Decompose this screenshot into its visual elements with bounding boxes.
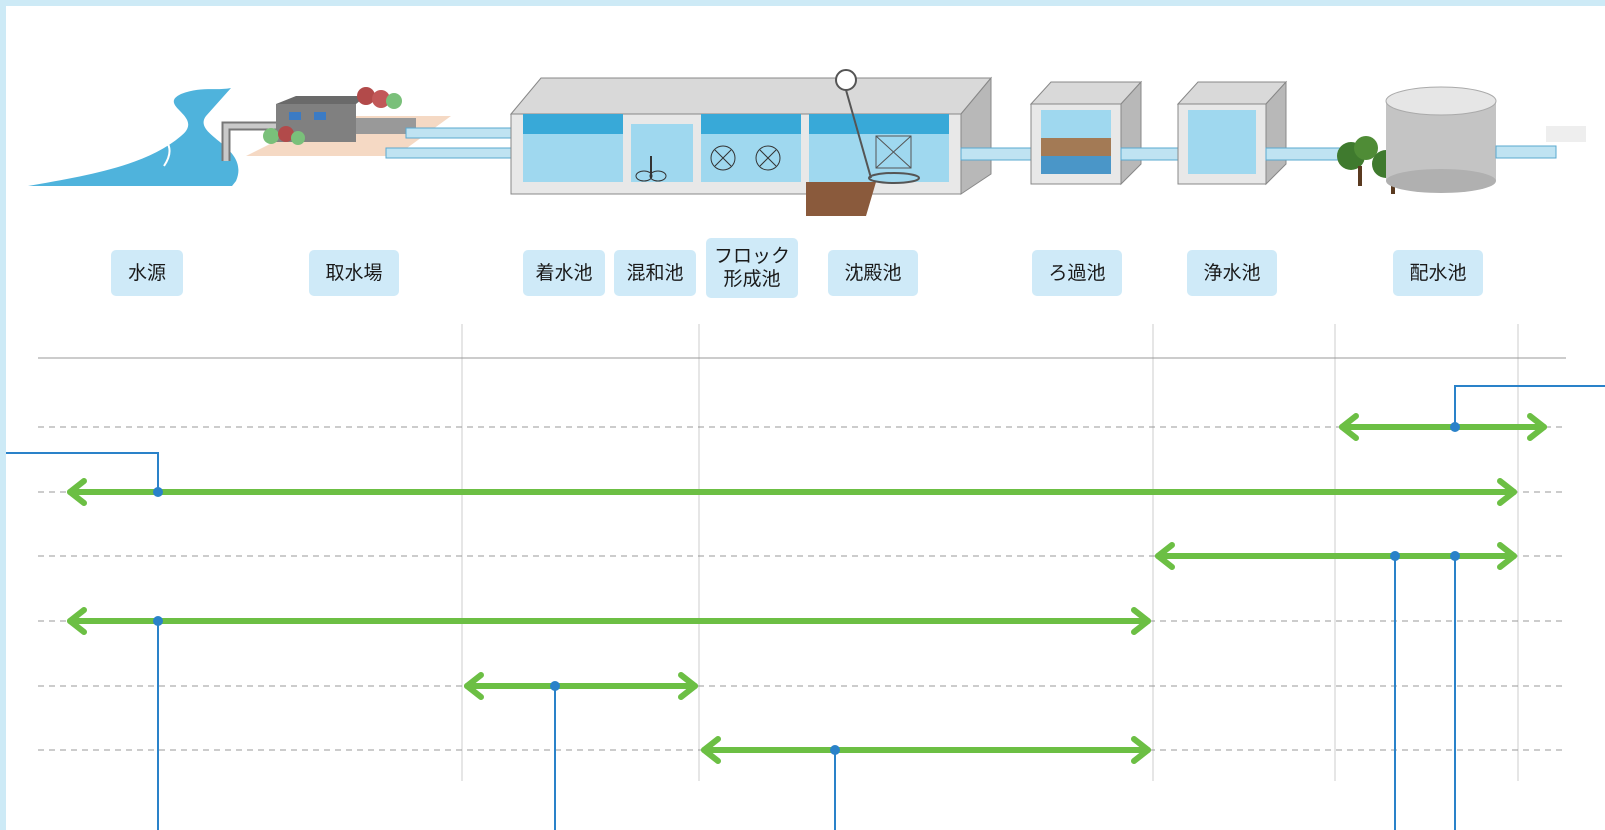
leader-dot xyxy=(830,745,840,755)
stage-label-distribution-reservoir: 配水池 xyxy=(1393,250,1483,296)
stage-label-flocculation-basin: フロック 形成池 xyxy=(706,238,798,298)
leader-dot xyxy=(1450,551,1460,561)
range-arrow-row6 xyxy=(701,736,1151,764)
range-arrow-row3 xyxy=(1155,542,1517,570)
river-icon xyxy=(28,88,239,186)
leader-line-row2 xyxy=(6,452,159,492)
leader-line-row1 xyxy=(1454,385,1605,427)
range-arrow-row1 xyxy=(1339,413,1547,441)
stage-label-sedimentation-basin: 沈殿池 xyxy=(828,250,918,296)
stage-label-receiving-well: 着水池 xyxy=(523,250,605,296)
range-arrow-row4 xyxy=(67,607,1151,635)
stage-label-filter-basin: ろ過池 xyxy=(1032,250,1122,296)
stage-label-water-source: 水源 xyxy=(111,250,183,296)
water-treatment-illustration xyxy=(28,69,1586,216)
diagram-frame: 水源 取水場 着水池 混和池 フロック 形成池 沈殿池 ろ過池 浄水池 配水池 xyxy=(6,6,1605,830)
stage-label-intake: 取水場 xyxy=(309,250,399,296)
stage-label-clear-water-reservoir: 浄水池 xyxy=(1187,250,1277,296)
leader-dot xyxy=(153,487,163,497)
leader-dot xyxy=(1390,551,1400,561)
range-arrow-row5 xyxy=(464,672,698,700)
stage-label-mixing-basin: 混和池 xyxy=(614,250,696,296)
leader-dot xyxy=(1450,422,1460,432)
range-arrow-row2 xyxy=(67,478,1517,506)
leader-dot xyxy=(550,681,560,691)
leader-dot xyxy=(153,616,163,626)
